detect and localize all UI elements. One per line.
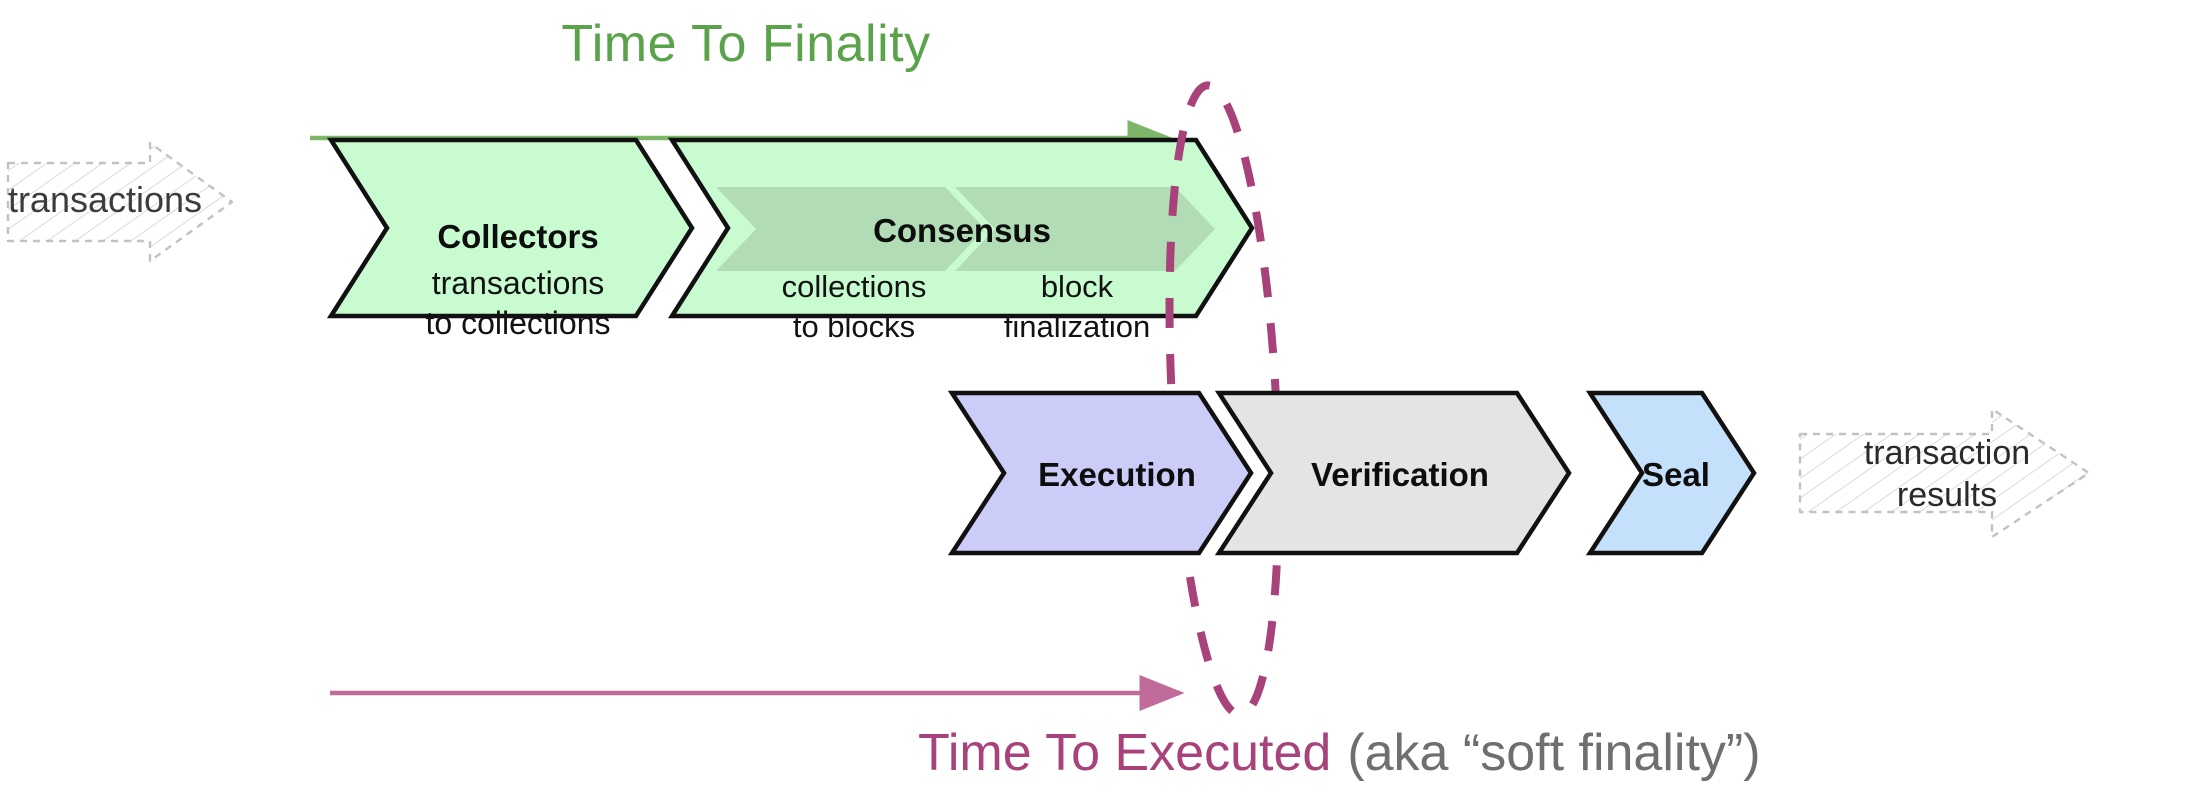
verification-title: Verification bbox=[1311, 456, 1489, 493]
title-time-to-executed: Time To Executed (aka “soft finality”) bbox=[918, 723, 1761, 783]
execution-title: Execution bbox=[1038, 456, 1196, 493]
consensus-inner-block-finalization-line2: finalization bbox=[1003, 309, 1151, 344]
consensus-chevron[interactable] bbox=[667, 137, 1255, 319]
seal-title: Seal bbox=[1642, 456, 1710, 493]
consensus-title: Consensus bbox=[873, 212, 1051, 249]
title-time-to-executed-main: Time To Executed bbox=[918, 724, 1332, 782]
seal-chevron[interactable] bbox=[1585, 390, 1757, 556]
execution-chevron[interactable] bbox=[947, 390, 1254, 556]
transaction-results-label-line2: results bbox=[1896, 476, 1998, 514]
transaction-results-output-ghost-arrow bbox=[1798, 407, 2091, 539]
collectors-chevron[interactable] bbox=[326, 137, 695, 319]
collectors-subtitle-line2: to collections bbox=[425, 305, 611, 341]
transactions-input-label: transactions bbox=[7, 179, 203, 220]
title-time-to-executed-sub: (aka “soft finality”) bbox=[1347, 724, 1761, 782]
consensus-inner-collections-to-blocks-line1: collections bbox=[781, 269, 927, 304]
consensus-inner-collections-to-blocks-line2: to blocks bbox=[792, 309, 916, 344]
collectors-subtitle-line1: transactions bbox=[431, 265, 605, 301]
consensus-inner-block-finalization-line1: block bbox=[1040, 269, 1114, 304]
collectors-title: Collectors bbox=[437, 218, 599, 255]
verification-chevron[interactable] bbox=[1214, 390, 1572, 556]
transactions-input-ghost-arrow bbox=[6, 141, 234, 263]
title-time-to-finality: Time To Finality bbox=[561, 15, 931, 73]
transaction-results-label-line1: transaction bbox=[1863, 434, 2031, 472]
